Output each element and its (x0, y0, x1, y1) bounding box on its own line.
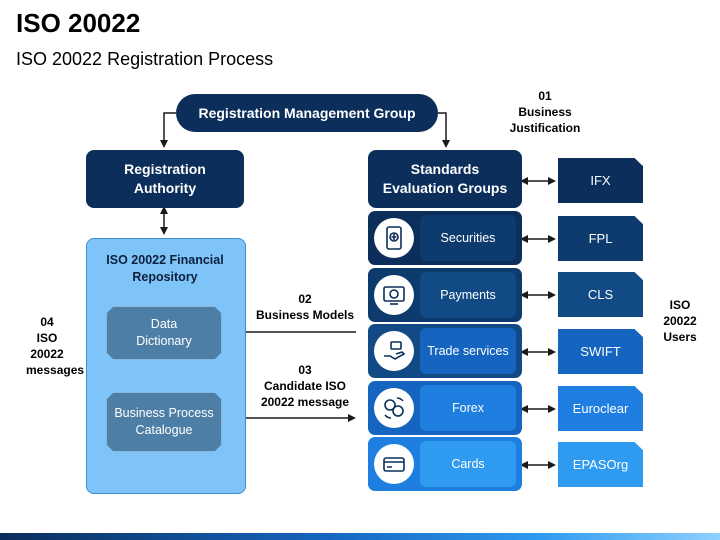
user-epasorg: EPASOrg (558, 442, 643, 487)
arrow-rmg-to-seg (438, 112, 450, 148)
standards-evaluation-groups: Standards Evaluation Groups (368, 150, 522, 208)
business-process-catalogue: Business Process Catalogue (106, 392, 222, 452)
group-row-payments: Payments (368, 268, 522, 322)
group-row-cards: Cards (368, 437, 522, 491)
fingerprint-phone-icon (374, 218, 414, 258)
repository-title: ISO 20022 Financial Repository (106, 253, 224, 284)
dollar-screen-icon (374, 275, 414, 315)
user-swift: SWIFT (558, 329, 643, 374)
step-01-label: 01 Business Justification (509, 89, 581, 135)
page-subtitle: ISO 20022 Registration Process (16, 49, 274, 69)
step-04-label: 04 ISO 20022 messages (26, 315, 85, 377)
users-label: ISO 20022 Users (663, 298, 697, 344)
registration-management-group: Registration Management Group (176, 94, 438, 132)
data-dictionary: Data Dictionary (106, 306, 222, 360)
registration-authority: Registration Authority (86, 150, 244, 208)
hand-cash-icon (374, 331, 414, 371)
user-ifx: IFX (558, 158, 643, 203)
group-row-trade-services: Trade services (368, 324, 522, 378)
user-euroclear: Euroclear (558, 386, 643, 431)
user-fpl: FPL (558, 216, 643, 261)
step-03-label: 03 Candidate ISO 20022 message (260, 363, 350, 409)
group-row-forex: Forex (368, 381, 522, 435)
arrow-rmg-to-authority (160, 112, 176, 148)
credit-card-icon (374, 444, 414, 484)
coins-exchange-icon (374, 388, 414, 428)
page-title: ISO 20022 (16, 8, 141, 38)
footer-gradient-bar (0, 533, 720, 540)
step-02-label: 02 Business Models (255, 292, 355, 322)
user-cls: CLS (558, 272, 643, 317)
group-row-securities: Securities (368, 211, 522, 265)
